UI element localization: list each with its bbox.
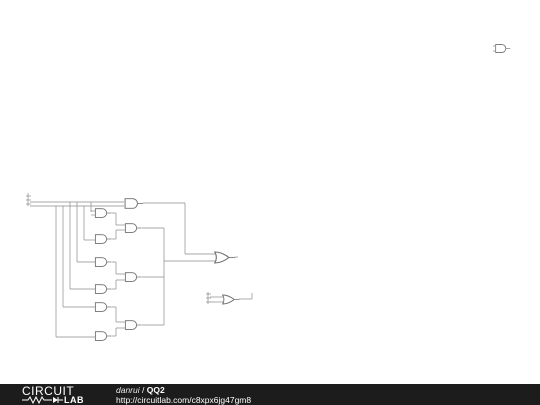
input-bus[interactable]: [26, 193, 124, 337]
sub-circuit[interactable]: [206, 292, 253, 305]
top-gate[interactable]: [124, 198, 186, 254]
schematic-canvas[interactable]: [0, 0, 540, 384]
circuit-meta: danrui / QQ2 http://circuitlab.com/c8xpx…: [116, 385, 251, 405]
footer-bar: CIRCUIT LAB danrui / QQ2 http://circuitl…: [0, 384, 540, 405]
meta-separator: /: [139, 385, 147, 395]
circuit-title[interactable]: QQ2: [146, 385, 165, 395]
standalone-gate[interactable]: [493, 44, 511, 53]
logo-wordmark-top: CIRCUIT: [22, 384, 75, 398]
logo-wordmark-bottom: LAB: [64, 395, 84, 405]
gate-column-1[interactable]: [56, 208, 113, 341]
circuitlab-logo[interactable]: CIRCUIT LAB: [22, 385, 94, 405]
logo-resistor-icon: [22, 396, 63, 404]
output-collector[interactable]: [142, 227, 238, 326]
author-link[interactable]: danrui: [116, 385, 140, 395]
gate-column-2[interactable]: [112, 212, 143, 337]
circuit-url[interactable]: http://circuitlab.com/c8xpx6jg47gm8: [116, 395, 252, 405]
